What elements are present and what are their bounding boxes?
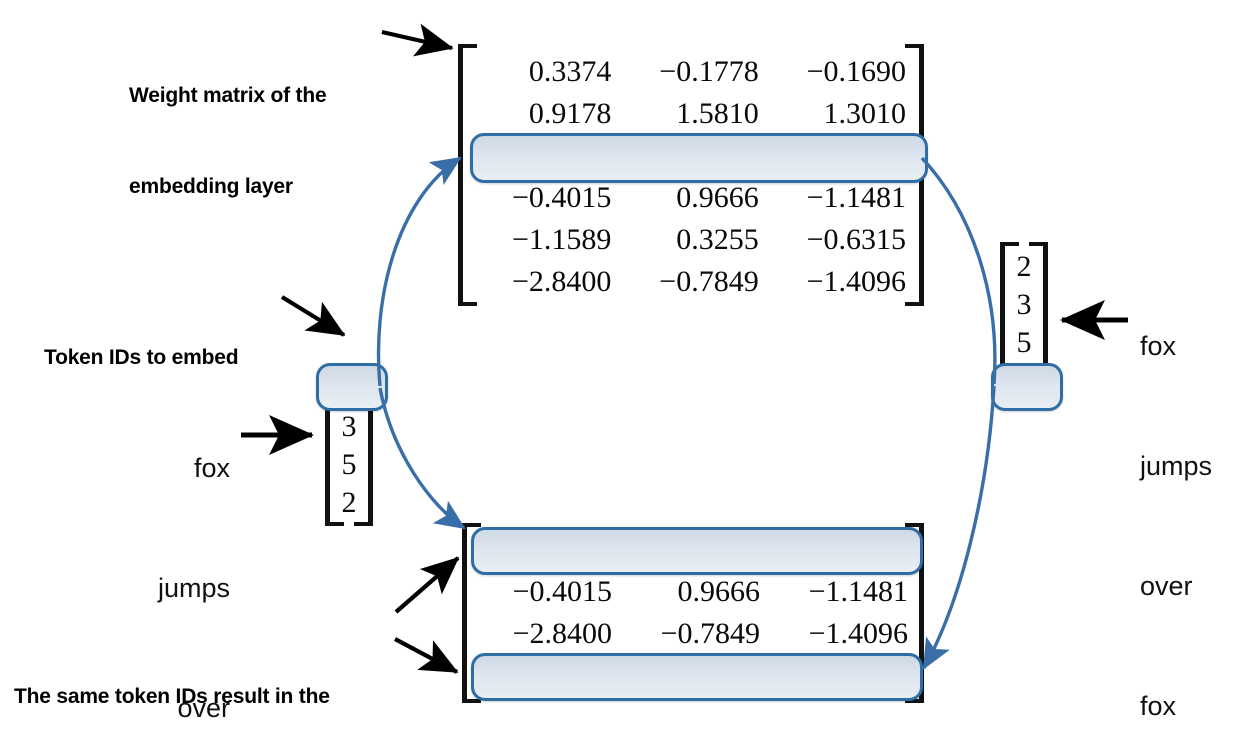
bracket-left <box>462 523 481 703</box>
bracket-right <box>905 523 924 703</box>
word-item: over <box>177 693 230 723</box>
label-token-ids-line1: Token IDs to embed <box>44 345 239 369</box>
matrix-cell: 0.3374 <box>528 55 612 88</box>
matrix-cell: 1.3010 <box>823 97 907 130</box>
token-id-column-right: 2 3 5 2 <box>1000 242 1048 404</box>
word-item: jumps <box>157 573 230 603</box>
matrix-cell: 0.9666 <box>676 181 759 214</box>
matrix-cell: −1.1589 <box>511 223 612 256</box>
token-id-cell: 2 <box>1016 364 1032 397</box>
token-id-cell: 5 <box>341 448 357 481</box>
matrix-cell: −0.1606 <box>808 533 908 566</box>
arrow-caption-to-row-last <box>394 637 459 674</box>
matrix-row: 0.9178 1.5810 1.3010 <box>482 93 906 135</box>
label-weight-matrix-line1: Weight matrix of the <box>129 83 327 107</box>
matrix-cell: −0.2010 <box>660 533 760 566</box>
matrix-cell: −1.1481 <box>806 181 907 214</box>
matrix-cell: −0.1778 <box>659 55 759 88</box>
word-item: fox <box>1140 691 1177 721</box>
matrix-cell: 1.2753 <box>528 139 612 172</box>
word-item: fox <box>1140 331 1177 361</box>
matrix-cell: 1.2753 <box>529 533 613 566</box>
word-list-right: fox jumps over fox <box>1140 246 1244 746</box>
matrix-cell: −2.8400 <box>512 617 612 650</box>
token-id-cell: 5 <box>1016 326 1032 359</box>
matrix-row: −1.1589 0.3255 −0.6315 <box>482 219 906 261</box>
bracket-right <box>905 44 924 306</box>
matrix-cell: 0.3255 <box>676 223 759 256</box>
arrow-token-ids-label <box>280 295 346 337</box>
matrix-row: −2.8400 −0.7849 −1.4096 <box>482 613 908 655</box>
word-item: over <box>1140 571 1193 601</box>
weight-matrix: 0.3374 −0.1778 −0.1690 0.9178 1.5810 1.3… <box>458 44 924 306</box>
matrix-cell: 0.9178 <box>528 97 612 130</box>
matrix-cell: −0.2010 <box>660 659 760 692</box>
matrix-cell: −0.2010 <box>659 139 759 172</box>
matrix-cell: −0.1606 <box>806 139 907 172</box>
matrix-cell: −0.4015 <box>512 575 612 608</box>
token-id-cell: 3 <box>341 410 357 443</box>
word-item: jumps <box>1140 451 1213 481</box>
label-weight-matrix: Weight matrix of the embedding layer <box>129 20 327 264</box>
token-id-column-left: 2 3 5 2 <box>325 364 373 526</box>
matrix-cell: −0.4015 <box>511 181 612 214</box>
word-item: fox <box>193 453 230 483</box>
matrix-row-highlighted: 1.2753 −0.2010 −0.1606 <box>482 529 909 571</box>
label-same-ids-line1: The same token IDs result in the <box>14 684 330 708</box>
arrow-caption-to-row-first <box>394 556 460 614</box>
embedding-matrix: 1.2753 −0.2010 −0.1606 −0.4015 0.9666 −1… <box>462 523 924 703</box>
matrix-cell: −1.4096 <box>808 617 908 650</box>
token-id-cell: 2 <box>341 372 357 405</box>
matrix-cell: −1.4096 <box>806 265 907 298</box>
bracket-left <box>458 44 477 306</box>
matrix-row: −0.4015 0.9666 −1.1481 <box>482 177 906 219</box>
curve-tokenid-right-to-embeddingrow <box>922 385 996 670</box>
token-id-cell: 2 <box>1016 250 1032 283</box>
matrix-row: −2.8400 −0.7849 −1.4096 <box>482 261 906 303</box>
matrix-cell: 1.5810 <box>676 97 759 130</box>
word-list-left: fox jumps over fox <box>100 368 230 746</box>
matrix-row: 0.3374 −0.1778 −0.1690 <box>482 51 906 93</box>
matrix-row-highlighted: 1.2753 −0.2010 −0.1606 <box>482 135 906 177</box>
token-id-cell: 2 <box>341 486 357 519</box>
matrix-cell: 0.9666 <box>677 575 761 608</box>
curve-tokenid-to-embeddingrow <box>378 387 466 530</box>
matrix-cell: −0.1606 <box>808 659 908 692</box>
curve-weightrow-to-tokenid-right <box>920 156 997 385</box>
matrix-row: −0.4015 0.9666 −1.1481 <box>482 571 908 613</box>
token-id-cell: 3 <box>1016 288 1032 321</box>
matrix-cell: −0.7849 <box>659 265 759 298</box>
matrix-cell: −0.1690 <box>806 55 907 88</box>
matrix-cell: −0.7849 <box>660 617 760 650</box>
arrow-weight-matrix-label <box>381 23 454 57</box>
curve-tokenid-to-weightrow <box>376 156 462 387</box>
matrix-cell: −1.1481 <box>808 575 908 608</box>
matrix-cell: −0.6315 <box>806 223 907 256</box>
label-token-ids: Token IDs to embed <box>44 282 239 434</box>
matrix-cell: 1.2753 <box>529 659 613 692</box>
matrix-cell: −2.8400 <box>511 265 612 298</box>
label-same-ids: The same token IDs result in the same em… <box>14 621 330 746</box>
label-weight-matrix-line2: embedding layer <box>129 175 293 199</box>
matrix-row-highlighted: 1.2753 −0.2010 −0.1606 <box>482 655 909 697</box>
